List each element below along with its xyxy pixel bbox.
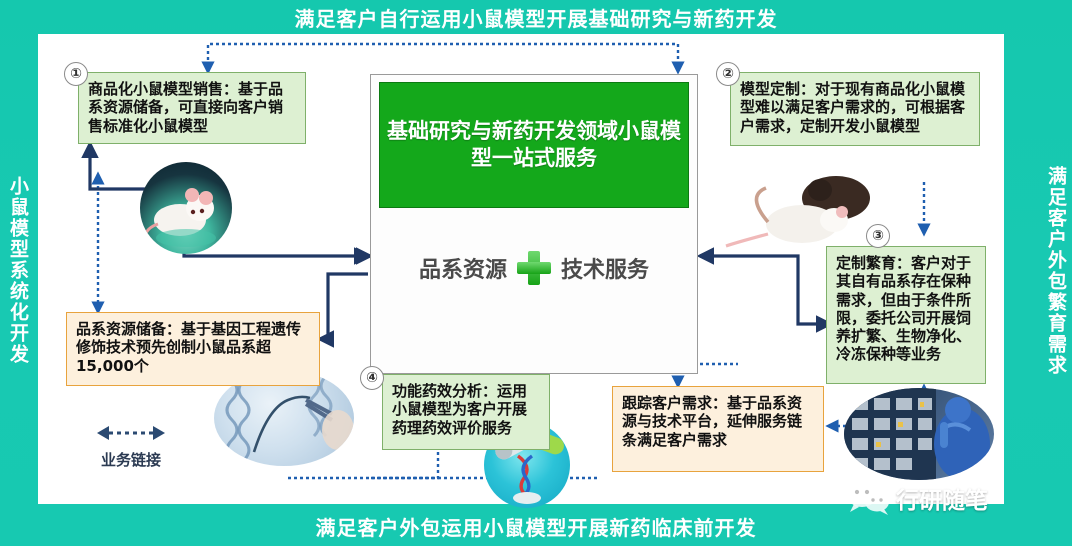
lab-facility-photo bbox=[844, 388, 994, 480]
left-rail-text: 小鼠模型系统化开发 bbox=[6, 176, 29, 365]
lab-facility-illustration bbox=[844, 388, 990, 480]
box-strain-resources[interactable]: 品系资源储备：基于基因工程遗传修饰技术预先创制小鼠品系超15,000个 bbox=[66, 312, 320, 386]
hero-title-text: 基础研究与新药开发领域小鼠模型一站式服务 bbox=[387, 118, 681, 170]
box3-number: ③ bbox=[866, 224, 890, 248]
box3-text: 定制繁育：客户对于其自有品系存在保种需求，但由于条件所限，委托公司开展饲养扩繁、… bbox=[836, 254, 972, 364]
hero-right-term: 技术服务 bbox=[561, 258, 650, 283]
two-mice-illustration bbox=[725, 176, 870, 248]
right-rail-text: 满足客户外包繁育需求 bbox=[1044, 165, 1067, 376]
dna-tweezers-illustration bbox=[225, 374, 354, 462]
box-commercial-sales[interactable]: 商品化小鼠模型销售：基于品系资源储备，可直接向客户销售标准化小鼠模型 bbox=[78, 72, 306, 144]
connector-box4-dotted-left bbox=[368, 452, 440, 480]
box4-text: 功能药效分析：运用小鼠模型为客户开展药理药效评价服务 bbox=[392, 382, 528, 437]
bottom-banner-text: 满足客户外包运用小鼠模型开展新药临床前开发 bbox=[315, 516, 757, 540]
plus-icon bbox=[517, 251, 551, 285]
hero-title-box: 基础研究与新药开发领域小鼠模型一站式服务 bbox=[379, 82, 689, 208]
box1-number: ① bbox=[64, 62, 88, 86]
box4-number: ④ bbox=[360, 366, 384, 390]
hero-left-term: 品系资源 bbox=[418, 258, 507, 283]
tracking-text: 跟踪客户需求：基于品系资源与技术平台，延伸服务链条满足客户需求 bbox=[622, 394, 803, 449]
diagram-canvas: 基础研究与新药开发领域小鼠模型一站式服务 品系资源 技术服务 ① 商品化小鼠模型… bbox=[38, 34, 1004, 508]
top-banner-text: 满足客户自行运用小鼠模型开展基础研究与新药开发 bbox=[294, 6, 778, 31]
box2-text: 模型定制：对于现有商品化小鼠模型难以满足客户需求的，可根据客户需求，定制开发小鼠… bbox=[740, 80, 966, 135]
right-rail: 满足客户外包繁育需求 bbox=[1038, 34, 1072, 507]
white-mouse-photo bbox=[140, 162, 232, 254]
top-banner: 满足客户自行运用小鼠模型开展基础研究与新药开发 bbox=[0, 0, 1072, 34]
resources-text: 品系资源储备：基于基因工程遗传修饰技术预先创制小鼠品系超15,000个 bbox=[76, 320, 302, 375]
legend-label: 业务链接 bbox=[100, 451, 161, 469]
left-rail: 小鼠模型系统化开发 bbox=[0, 34, 34, 507]
hero-terms-row: 品系资源 技术服务 bbox=[379, 246, 689, 290]
white-mouse-illustration bbox=[144, 188, 216, 247]
connector-hero-to-resources bbox=[316, 272, 368, 348]
dotted-double-arrow-icon bbox=[97, 426, 165, 440]
box2-number: ② bbox=[716, 62, 740, 86]
box1-text: 商品化小鼠模型销售：基于品系资源储备，可直接向客户销售标准化小鼠模型 bbox=[88, 80, 284, 135]
box-efficacy-analysis[interactable]: 功能药效分析：运用小鼠模型为客户开展药理药效评价服务 bbox=[382, 374, 550, 450]
box-model-customization[interactable]: 模型定制：对于现有商品化小鼠模型难以满足客户需求的，可根据客户需求，定制开发小鼠… bbox=[730, 72, 980, 146]
box-custom-breeding[interactable]: 定制繁育：客户对于其自有品系存在保种需求，但由于条件所限，委托公司开展饲养扩繁、… bbox=[826, 246, 986, 384]
connector-hero-to-box3 bbox=[700, 254, 834, 333]
box-customer-tracking[interactable]: 跟踪客户需求：基于品系资源与技术平台，延伸服务链条满足客户需求 bbox=[612, 386, 824, 472]
two-mice-photo bbox=[724, 172, 874, 254]
connector-top-dotted bbox=[201, 42, 685, 75]
bottom-banner: 满足客户外包运用小鼠模型开展新药临床前开发 bbox=[0, 507, 1072, 546]
legend: 业务链接 bbox=[66, 424, 196, 470]
dna-tweezers-photo bbox=[214, 370, 354, 466]
